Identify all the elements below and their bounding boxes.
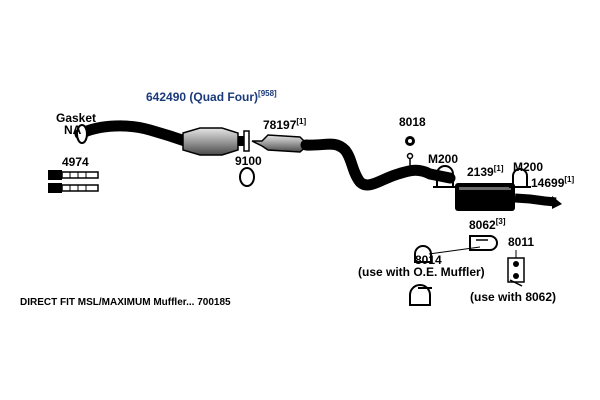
hanger-8018 xyxy=(405,136,415,168)
gasket-label: Gasket xyxy=(56,111,97,125)
bracket-part-label: 8062[3] xyxy=(469,217,506,232)
clamp-left-label: M200 xyxy=(428,152,459,166)
flange-gasket xyxy=(243,130,250,152)
hanger-part-label: 8018 xyxy=(399,115,426,129)
front-pipe xyxy=(74,120,191,147)
strap-note: (use with O.E. Muffler) xyxy=(358,265,485,279)
gasket-part-label: 9100 xyxy=(235,154,262,168)
clamp-right-label: M200 xyxy=(513,160,544,174)
bracket-8062 xyxy=(469,235,498,251)
bolt-part-label: 4974 xyxy=(62,155,89,169)
tailpipe xyxy=(514,193,557,207)
strap-part-label: 8014 xyxy=(415,253,442,267)
intermediate-pipe xyxy=(300,138,456,191)
rubber-part-label: 8011 xyxy=(508,235,535,249)
pipe-part-label: 78197[1] xyxy=(263,117,307,132)
tailpipe-part-label: 14699[1] xyxy=(531,175,575,190)
manifold-gasket xyxy=(76,124,88,144)
resonator-pipe xyxy=(251,134,310,153)
gasket-ring-9100 xyxy=(239,167,255,187)
catalytic-part-label: 642490 (Quad Four)[958] xyxy=(146,89,277,104)
rubber-note: (use with 8062) xyxy=(470,290,557,304)
footer-note: DIRECT FIT MSL/MAXIMUM Muffler... 700185 xyxy=(20,297,231,308)
clamp-m200-left xyxy=(433,165,457,188)
strap-8014-lower xyxy=(409,284,432,306)
muffler-part-label: 2139[1] xyxy=(467,164,504,179)
catalytic-converter xyxy=(182,127,239,156)
strap-8014-upper xyxy=(414,245,481,263)
bolt-4974-bottom xyxy=(48,183,99,193)
rubber-hanger-8011 xyxy=(507,250,525,287)
gasket-na-label: NA xyxy=(64,123,82,137)
clamp-m200-right xyxy=(509,168,531,188)
bolt-4974-top xyxy=(48,170,99,180)
